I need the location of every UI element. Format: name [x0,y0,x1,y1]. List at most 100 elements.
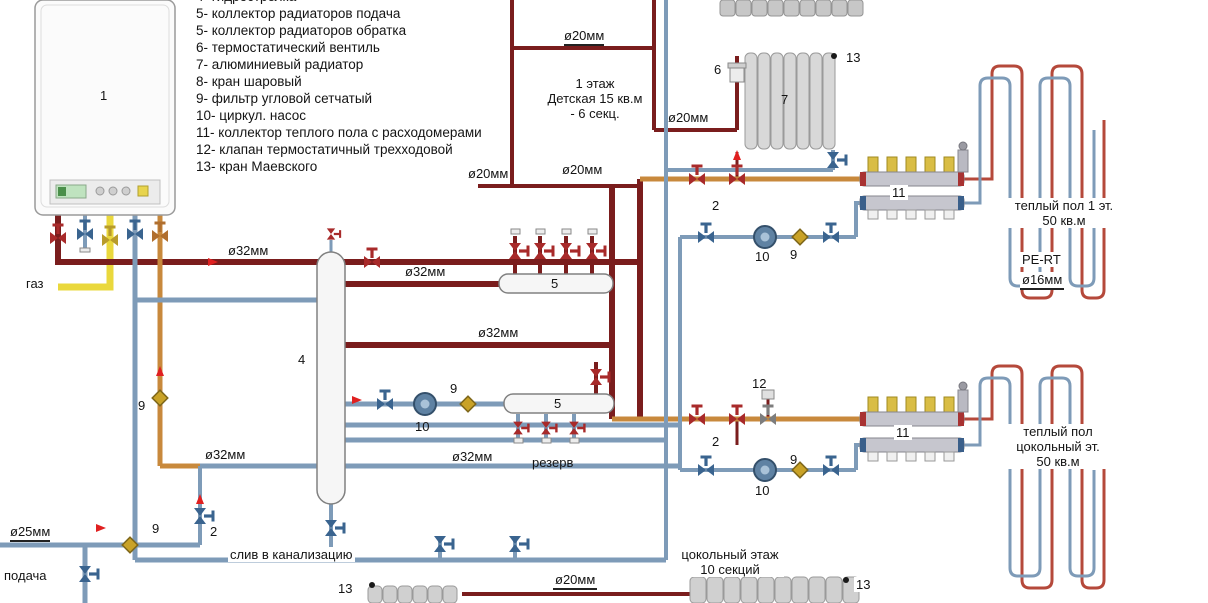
drain-label: слив в канализацию [228,547,355,562]
number-radiator: 7 [781,92,789,107]
number-filter: 9 [138,398,146,413]
number-check-valve: 2 [712,198,720,213]
filter-icon [459,395,477,413]
basement-line2: 10 секций [700,562,760,577]
filter-icon [151,389,169,407]
strainer-filters [121,228,809,554]
pipe-size-d16: ø16мм [1020,272,1065,290]
warm-floor-base-line2: цокольный эт. [1016,439,1100,454]
ball-valve [689,164,705,185]
number-filter: 9 [790,452,798,467]
legend-item: 4- гидрострелка [196,0,482,5]
check-valve [194,508,215,524]
ball-valve [823,222,839,243]
pipe-size-d25: ø25мм [10,524,51,542]
warm-floor-base-line3: 50 кв.м [1036,454,1080,469]
warm-floor-1-line2: 50 кв.м [1042,213,1086,228]
room-line2: Детская 15 кв.м [547,91,643,106]
legend: 4- гидрострелка 5- коллектор радиаторов … [196,0,482,175]
thermostatic-valve [727,62,747,83]
number-pump: 10 [415,419,430,434]
legend-item: 6- термостатический вентиль [196,40,380,55]
flow-arrow [352,396,362,404]
pert-label: PE-RT [1020,252,1063,267]
basement-label: цокольный этаж 10 секций [676,547,784,577]
flow-arrows [96,150,741,532]
room-line1: 1 этаж [575,76,615,91]
number-three-way: 12 [752,376,767,391]
radiator-collector-return [503,393,615,414]
ball-valve [509,243,530,259]
floor-heating-loops [962,64,1106,590]
drain-valve [325,520,346,536]
filter-icon [791,228,809,246]
room-line3: - 6 секц. [570,106,620,121]
pipe-size-d32: ø32мм [478,325,519,340]
reserve-label: резерв [532,455,574,470]
number-mayevsky: 13 [846,50,861,65]
feed-label: подача [4,568,47,583]
three-way-thermo-head [761,389,775,400]
number-floor-manifold: 11 [890,185,908,200]
number-filter: 9 [450,381,458,396]
number-floor-manifold: 11 [894,425,912,440]
legend-item: 5- коллектор радиаторов подача [196,6,401,21]
warm-floor-base-label: теплый пол цокольный эт. 50 кв.м [1000,424,1116,469]
legend-item: 9- фильтр угловой сетчатый [196,91,373,106]
ball-valve [560,243,581,259]
pipe-caps [79,228,598,444]
check-valve [729,164,745,185]
number-pump: 10 [755,249,770,264]
ball-valve [590,369,611,385]
ball-valve [689,404,705,425]
legend-item: 11- коллектор теплого пола с расходомера… [196,125,482,140]
radiator-floor1 [744,52,836,150]
pipe-size-d32: ø32мм [405,264,446,279]
number-pump: 10 [755,483,770,498]
legend-item: 8- кран шаровый [196,74,302,89]
legend-item: 10- циркул. насос [196,108,307,123]
number-collector-supply: 5 [551,276,559,291]
circulation-pump-2 [413,392,437,416]
ball-valve [79,566,100,582]
loop-hot-floor1 [962,64,1106,300]
gas-pipe [58,215,114,291]
mayevsky-icon [369,582,375,588]
pipe-size-d20: ø20мм [562,162,603,177]
radiator-basement-left [367,585,458,603]
ball-valve [534,243,555,259]
air-valve [326,228,342,240]
flow-arrow [196,494,204,504]
legend-item: 12- клапан термостатичный трехходовой [196,142,453,157]
number-check-valve: 2 [712,434,720,449]
number-mayevsky: 13 [338,581,353,596]
circulation-pump-3 [753,458,777,482]
mayevsky-icon [831,53,837,59]
legend-item: 7- алюминиевый радиатор [196,57,364,72]
loop-cold-basement [962,376,1096,578]
number-filter: 9 [790,247,798,262]
ball-valve [509,536,530,552]
pipe-size-d20: ø20мм [468,166,509,181]
flow-arrow [156,366,164,376]
legend-item: 13- кран Маевского [196,159,318,174]
warm-floor-1-line1: теплый пол 1 эт. [1014,198,1114,213]
loop-hot-basement [962,364,1106,590]
number-collector-return: 5 [554,396,562,411]
pipe-size-d20: ø20мм [564,28,605,46]
ball-valve [823,455,839,476]
warm-floor-base-line1: теплый пол [1023,424,1093,439]
legend-item: 5- коллектор радиаторов обратка [196,23,407,38]
floor-manifold-1 [859,141,969,220]
number-boiler: 1 [100,88,108,103]
radiator-basement-right [689,576,860,603]
filter-icon [791,461,809,479]
mayevsky-vents [369,53,849,588]
pipe-size-d32: ø32мм [228,243,269,258]
ball-valve [377,389,393,410]
three-way-valve [760,404,776,425]
flow-arrow [96,524,106,532]
number-thermo-valve: 6 [714,62,722,77]
